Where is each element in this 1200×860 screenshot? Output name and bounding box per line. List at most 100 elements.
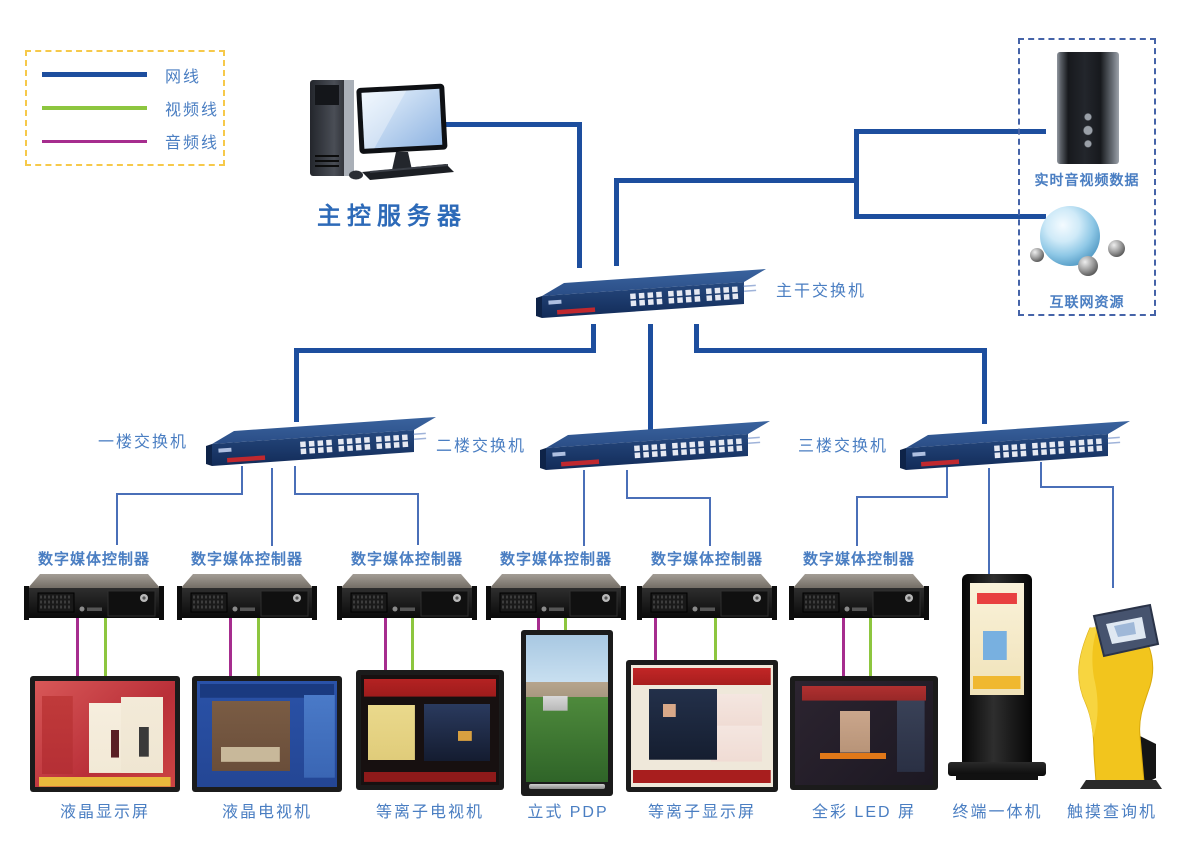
legend-audio-line [42, 140, 147, 143]
display-vertical-pdp-content [526, 635, 608, 782]
legend-row-network: 网线 [27, 63, 223, 87]
display-plasma-screen [626, 660, 778, 792]
cable-to-floor1-h [294, 348, 596, 353]
floor2-switch-label: 二楼交换机 [435, 438, 526, 455]
link-f2-c5-h [626, 497, 711, 499]
legend-audio-label: 音频线 [165, 135, 220, 153]
av-server-tower [1057, 52, 1119, 164]
audio-line-c1-d1 [76, 618, 79, 676]
terminal-kiosk-plinth [956, 774, 1038, 780]
cable-to-av-server-h [854, 129, 1046, 134]
globe-satellite-2 [1078, 256, 1098, 276]
label-led-screen: 全彩 LED 屏 [811, 804, 917, 821]
legend-network-line [42, 72, 147, 78]
media-controller-4 [486, 570, 626, 622]
link-f2-c5-v2 [709, 497, 711, 546]
display-lcd-screen [30, 676, 180, 792]
display-lcd-tv [192, 676, 342, 792]
controller4-label: 数字媒体控制器 [499, 551, 612, 568]
legend-row-video: 视频线 [27, 96, 223, 120]
cable-to-internet-res-h [854, 214, 1046, 219]
main-server-label: 主控服务器 [317, 203, 467, 230]
link-f3-terminal-v [988, 468, 990, 576]
link-f3-c6-h [856, 496, 948, 498]
legend-network-label: 网线 [165, 68, 202, 86]
video-line-c4-d4 [564, 616, 567, 632]
link-f1-c2-v [271, 468, 273, 546]
link-f2-c4-v [583, 470, 585, 546]
display-led-screen-content [795, 681, 933, 785]
link-f3-touch-h [1040, 486, 1114, 488]
audio-line-c5-d5 [654, 614, 657, 662]
legend-video-line [42, 106, 147, 110]
floor1-switch [204, 414, 438, 476]
label-touch-kiosk: 触摸查询机 [1066, 804, 1157, 821]
cable-backbone-to-internet-h [614, 178, 859, 183]
link-f1-c1-v1 [241, 466, 243, 494]
label-plasma-screen: 等离子显示屏 [647, 804, 756, 821]
terminal-kiosk-body [962, 574, 1032, 766]
display-led-screen [790, 676, 938, 790]
link-f3-c6-v2 [856, 496, 858, 546]
legend-video-label: 视频线 [165, 101, 220, 119]
link-f1-c3-v1 [294, 466, 296, 494]
video-line-c2-d2 [257, 618, 260, 676]
backbone-switch [534, 266, 768, 328]
terminal-kiosk-screen [970, 583, 1024, 695]
audio-line-c3-d3 [384, 614, 387, 670]
link-f1-c1-v2 [116, 493, 118, 545]
internet-res-label: 互联网资源 [1049, 294, 1125, 310]
link-f3-touch-v1 [1040, 462, 1042, 488]
label-lcd-screen: 液晶显示屏 [59, 804, 150, 821]
legend: 网线 视频线 音频线 [25, 50, 225, 166]
media-controller-6 [789, 570, 929, 622]
controller6-label: 数字媒体控制器 [802, 551, 915, 568]
pdp-speaker-strip [529, 784, 605, 789]
display-plasma-tv-content [361, 675, 499, 785]
floor1-switch-label: 一楼交换机 [97, 434, 188, 451]
controller3-label: 数字媒体控制器 [350, 551, 463, 568]
audio-line-c2-d2 [229, 618, 232, 676]
link-f3-touch-v2 [1112, 486, 1114, 588]
display-lcd-tv-content [197, 681, 337, 787]
display-plasma-screen-content [631, 665, 773, 787]
link-f2-c5-v1 [626, 470, 628, 499]
cable-backbone-down-left-v [591, 324, 596, 352]
cable-server-to-backbone-v [577, 122, 582, 268]
floor2-switch [538, 418, 772, 480]
cable-to-floor3-v [982, 348, 987, 424]
globe-satellite-3 [1108, 240, 1125, 257]
label-lcd-tv: 液晶电视机 [221, 804, 312, 821]
media-controller-3 [337, 570, 477, 622]
audio-line-c6-d6 [842, 618, 845, 678]
video-line-c3-d3 [411, 614, 414, 670]
link-f3-c6-v1 [946, 462, 948, 498]
cable-to-floor3-h [694, 348, 987, 353]
video-line-c1-d1 [104, 618, 107, 676]
link-f1-c3-v2 [417, 493, 419, 545]
media-controller-2 [177, 570, 317, 622]
video-line-c5-d5 [714, 614, 717, 662]
display-plasma-tv [356, 670, 504, 790]
cable-backbone-to-internet-v [614, 178, 619, 266]
terminal-kiosk-base [948, 762, 1046, 776]
main-server-computer [310, 80, 454, 180]
display-vertical-pdp [521, 630, 613, 796]
backbone-switch-label: 主干交换机 [775, 283, 866, 300]
globe-satellite-1 [1030, 248, 1044, 262]
terminal-kiosk [946, 574, 1048, 792]
label-vertical-pdp: 立式 PDP [527, 804, 609, 821]
video-line-c6-d6 [869, 618, 872, 678]
media-controller-1 [24, 570, 164, 622]
cable-to-floor1-v [294, 348, 299, 422]
legend-row-audio: 音频线 [27, 129, 223, 153]
internet-box [1018, 38, 1156, 316]
display-lcd-screen-content [35, 681, 175, 787]
link-f1-c3-h [294, 493, 418, 495]
cable-to-floor2-v [648, 324, 653, 438]
cable-internet-branch-v [854, 129, 859, 219]
label-terminal-kiosk: 终端一体机 [952, 804, 1043, 821]
touch-kiosk [1078, 603, 1162, 789]
floor3-switch [898, 418, 1132, 480]
